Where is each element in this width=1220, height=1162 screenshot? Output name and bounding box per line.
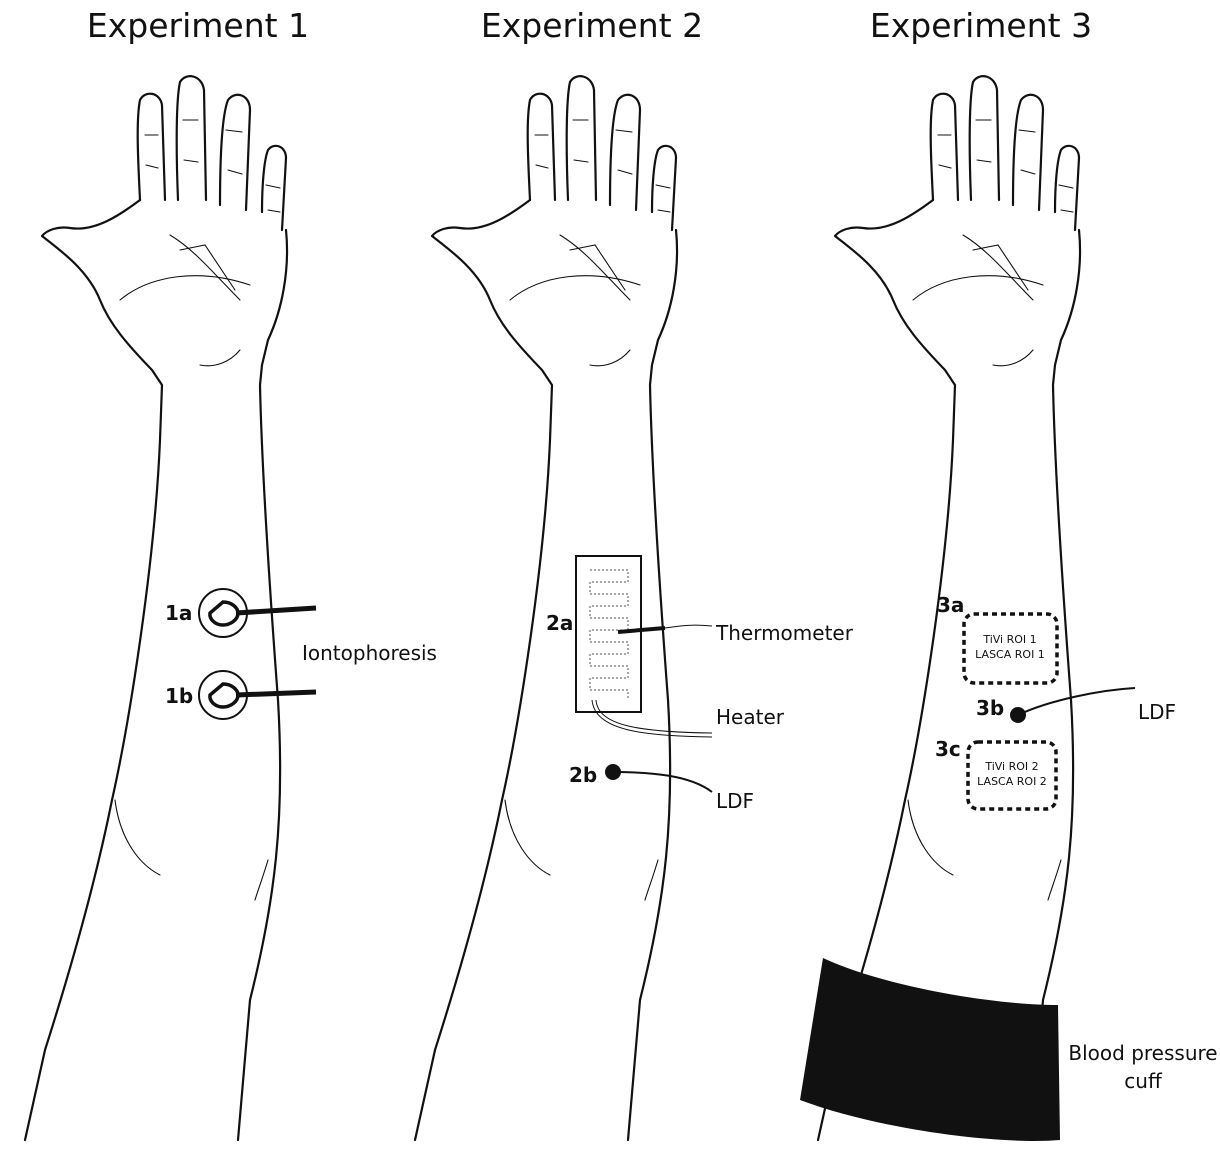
- arm-1: [25, 76, 287, 1140]
- iontophoresis-electrode-1a: [199, 589, 316, 637]
- site-2a-label: 2a: [546, 611, 573, 635]
- roi-2-line-2: LASCA ROI 2: [977, 775, 1047, 788]
- blood-pressure-cuff: [800, 958, 1060, 1141]
- iontophoresis-electrode-1b: [199, 671, 316, 719]
- roi-2-line-1: TiVi ROI 2: [984, 760, 1038, 773]
- roi-box-2: TiVi ROI 2 LASCA ROI 2: [968, 742, 1056, 809]
- heater-label: Heater: [716, 705, 785, 729]
- site-3b-label: 3b: [976, 696, 1004, 720]
- cuff-label-line-1: Blood pressure: [1068, 1041, 1217, 1065]
- roi-1-line-1: TiVi ROI 1: [982, 633, 1036, 646]
- heater-pad: [576, 556, 712, 737]
- panel-3-title: Experiment 3: [870, 6, 1092, 45]
- ldf-label-2: LDF: [716, 789, 754, 813]
- ldf-label-3: LDF: [1138, 700, 1176, 724]
- site-3c-label: 3c: [935, 737, 961, 761]
- site-1b-label: 1b: [165, 684, 193, 708]
- roi-1-line-2: LASCA ROI 1: [975, 648, 1045, 661]
- thermometer-label: Thermometer: [715, 621, 854, 645]
- ldf-probe-2b: [605, 764, 712, 792]
- iontophoresis-label: Iontophoresis: [302, 641, 437, 665]
- site-2b-label: 2b: [569, 763, 597, 787]
- site-3a-label: 3a: [937, 593, 964, 617]
- panel-2-title: Experiment 2: [481, 6, 703, 45]
- roi-box-1: TiVi ROI 1 LASCA ROI 1: [964, 614, 1057, 683]
- panel-1-title: Experiment 1: [87, 6, 309, 45]
- site-1a-label: 1a: [165, 601, 192, 625]
- cuff-label-line-2: cuff: [1124, 1069, 1163, 1093]
